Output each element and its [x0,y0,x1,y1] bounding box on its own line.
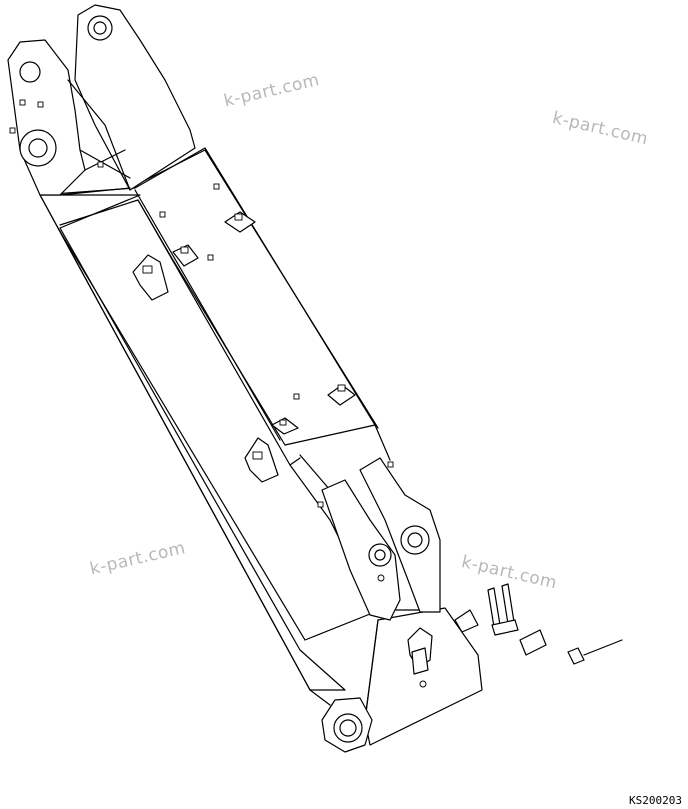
hose-clamp-3 [172,244,199,267]
exploded-bolts [487,583,519,636]
arm-bracket [321,457,441,621]
exploded-nut [567,639,623,665]
boom-end-boss [321,697,373,753]
hose-clamp-4 [224,211,256,233]
hose-clamp-2 [244,437,279,483]
boom-foot [7,4,196,196]
hose-clamp-5 [327,384,356,406]
drawing-code: KS200203 [629,794,682,807]
hose-clamp-1 [132,254,169,301]
hose-clamp-6 [271,417,299,435]
exploded-washer-plate [519,629,547,656]
bolt-markers [9,99,427,688]
boom-body [39,147,483,746]
hose-clamp-7 [407,627,433,675]
exploded-clamp-plate [454,609,479,633]
